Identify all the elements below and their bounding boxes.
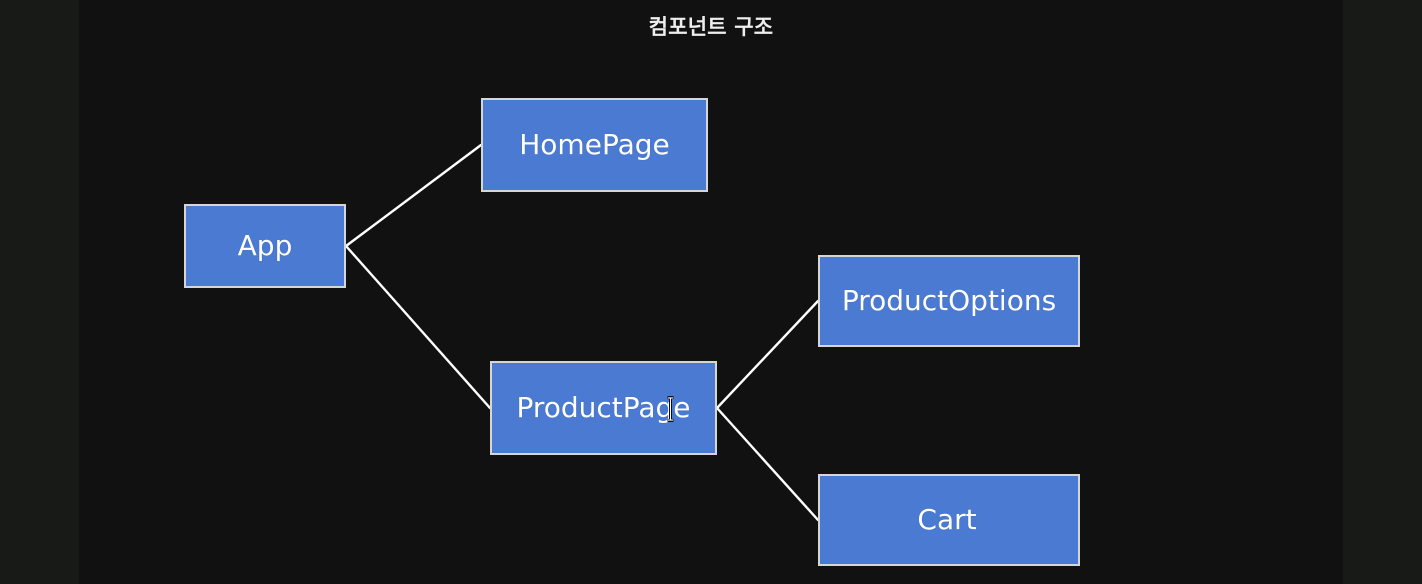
node-productoptions-label: ProductOptions [841,284,1057,317]
page-title: 컴포넌트 구조 [648,15,774,39]
diagram-canvas: 컴포넌트 구조 App HomePage ProductPage Product… [79,0,1343,584]
edge-app-homepage [344,143,483,248]
node-app[interactable]: App [184,204,346,288]
edge-productpage-productoptions [715,299,820,410]
node-productpage[interactable]: ProductPage [490,361,717,455]
node-cart-label: Cart [917,503,977,536]
node-cart[interactable]: Cart [818,474,1080,566]
edge-layer [344,143,820,522]
node-productoptions[interactable]: ProductOptions [818,255,1080,347]
node-homepage[interactable]: HomePage [481,98,708,192]
edge-app-productpage [344,244,492,410]
node-productpage-label: ProductPage [516,391,691,424]
edge-productpage-cart [715,406,820,522]
node-app-label: App [237,229,293,262]
node-homepage-label: HomePage [519,128,670,161]
